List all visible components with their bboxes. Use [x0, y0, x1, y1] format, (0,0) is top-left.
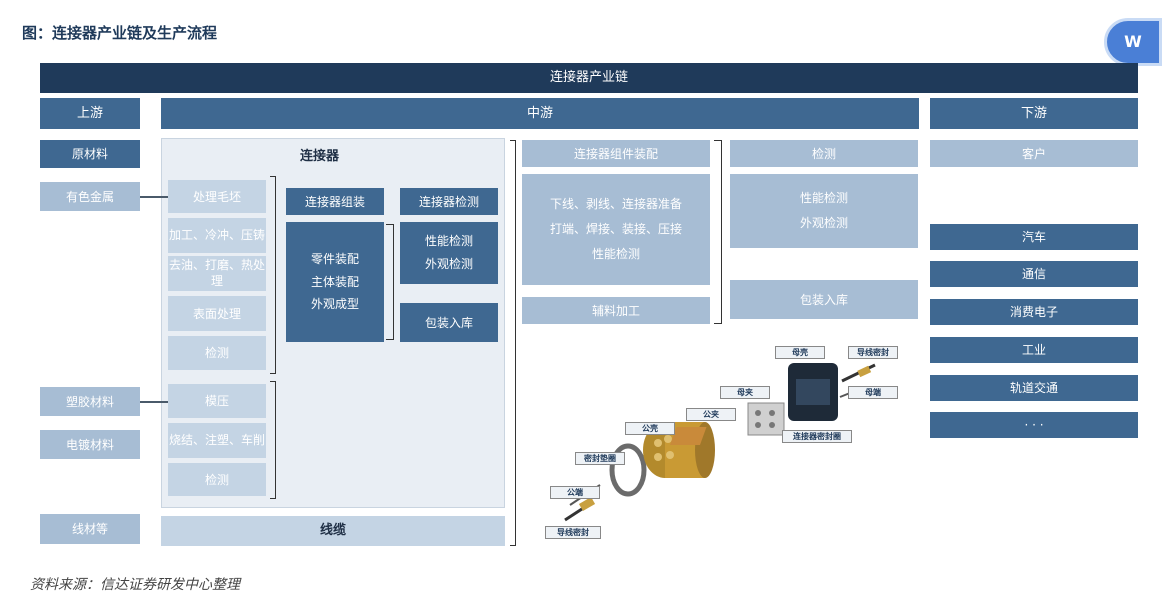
part-label-male-clip: 公夹	[686, 408, 736, 421]
process-deoil: 去油、打磨、热处理	[168, 256, 266, 291]
bracket-component	[714, 140, 722, 324]
aux-processing: 辅料加工	[522, 297, 710, 324]
part-label-female-terminal: 母端	[848, 386, 898, 399]
part-label-male-housing: 公壳	[625, 422, 675, 435]
male-clip-part	[669, 427, 707, 445]
upstream-item-plastic: 塑胶材料	[40, 387, 140, 416]
connector-exploded-illustration	[564, 363, 876, 522]
bracket-assembly	[386, 224, 394, 340]
female-clip-part	[747, 402, 785, 436]
component-step-1: 下线、剥线、连接器准备	[549, 196, 682, 211]
assembly-steps: 零件装配 主体装配 外观成型	[286, 222, 384, 342]
downstream-item-consumer: 消费电子	[930, 299, 1138, 325]
raw-material-header: 原材料	[40, 140, 140, 168]
wire-seal-part-left	[564, 497, 596, 522]
inspect-steps: 性能检测 外观检测	[400, 222, 498, 284]
downstream-item-more: · · ·	[930, 412, 1138, 438]
connector-panel-title: 连接器	[300, 149, 340, 164]
upstream-item-plating: 电镀材料	[40, 430, 140, 459]
customer-header: 客户	[930, 140, 1138, 167]
bracket-process1	[270, 176, 276, 374]
connector-line-plastic	[140, 401, 168, 403]
upstream-header: 上游	[40, 98, 140, 129]
process-surface: 表面处理	[168, 296, 266, 331]
bracket-mid-left	[510, 140, 516, 546]
downstream-item-auto: 汽车	[930, 224, 1138, 250]
inspection-steps: 性能检测 外观检测	[730, 174, 918, 248]
part-label-wire-seal-bottom: 导线密封	[545, 526, 601, 539]
logo-badge[interactable]: W	[1104, 18, 1162, 66]
source-note: 资料来源：信达证券研发中心整理	[30, 577, 240, 593]
inspection-pack: 包装入库	[730, 280, 918, 319]
wire-seal-part-right	[841, 363, 876, 383]
downstream-header: 下游	[930, 98, 1138, 129]
process-machining: 加工、冷冲、压铸	[168, 218, 266, 253]
process-rough: 处理毛坯	[168, 180, 266, 213]
inspect-header: 连接器检测	[400, 188, 498, 215]
upstream-item-wire: 线材等	[40, 514, 140, 544]
part-label-wire-seal-top: 导线密封	[848, 346, 898, 359]
female-housing-part	[788, 363, 838, 421]
process-inspect-1: 检测	[168, 336, 266, 370]
inspection-header: 检测	[730, 140, 918, 167]
downstream-item-telecom: 通信	[930, 261, 1138, 287]
bracket-process2	[270, 381, 276, 499]
midstream-header: 中游	[161, 98, 919, 129]
assembly-step-parts: 零件装配	[310, 251, 359, 266]
downstream-item-rail: 轨道交通	[930, 375, 1138, 401]
assembly-step-shape: 外观成型	[310, 297, 359, 312]
chain-header: 连接器产业链	[40, 63, 1138, 93]
process-inspect-2: 检测	[168, 463, 266, 496]
assembly-step-body: 主体装配	[310, 274, 359, 289]
cable-box: 线缆	[161, 516, 505, 546]
seal-ring-part	[609, 443, 647, 497]
process-molding: 模压	[168, 384, 266, 418]
part-label-seal-ring: 密封垫圈	[575, 452, 625, 465]
part-label-female-housing: 母壳	[775, 346, 825, 359]
connector-line-metal	[140, 196, 168, 198]
assembly-header: 连接器组装	[286, 188, 384, 215]
inspection-step-performance: 性能检测	[799, 190, 848, 205]
upstream-item-metal: 有色金属	[40, 182, 140, 211]
part-label-connector-seal: 连接器密封圈	[782, 430, 852, 443]
inspection-step-appearance: 外观检测	[799, 216, 848, 230]
logo-text: W	[1124, 32, 1142, 51]
component-assembly-header: 连接器组件装配	[522, 140, 710, 167]
pack-box: 包装入库	[400, 303, 498, 342]
component-assembly-steps: 下线、剥线、连接器准备 打端、焊接、装接、压接 性能检测	[522, 174, 710, 285]
process-sintering: 烧结、注塑、车削	[168, 423, 266, 458]
component-step-2: 打端、焊接、装接、压接	[549, 221, 682, 236]
downstream-item-industry: 工业	[930, 337, 1138, 363]
part-label-male-terminal: 公端	[550, 486, 600, 499]
inspect-step-appearance: 外观检测	[424, 257, 473, 271]
component-step-3: 性能检测	[591, 247, 640, 262]
inspect-step-performance: 性能检测	[424, 234, 473, 249]
part-label-female-clip: 母夹	[720, 386, 770, 399]
figure-title: 图：连接器产业链及生产流程	[22, 24, 218, 42]
